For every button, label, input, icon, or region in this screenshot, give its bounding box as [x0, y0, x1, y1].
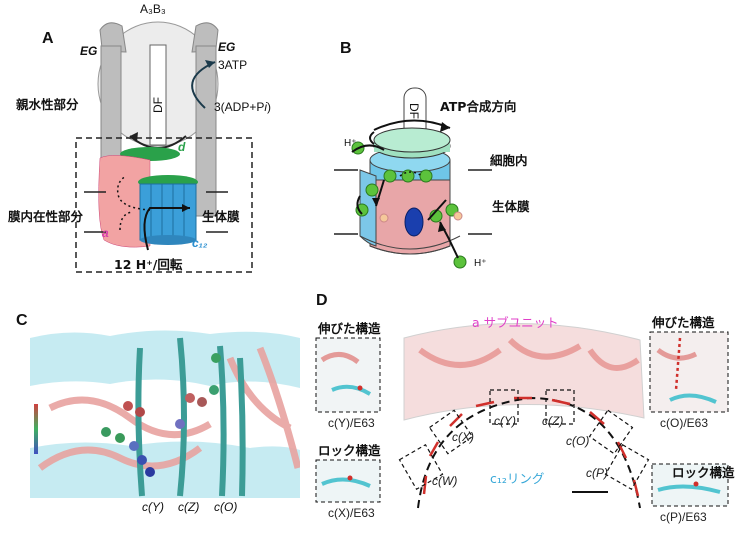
panel-a-label: A — [42, 30, 54, 47]
d-inset-caption-p: c(P)/E63 — [660, 510, 707, 524]
panel-a-diagram — [75, 21, 253, 273]
a-label: a — [102, 226, 109, 240]
d-ring-label-x: c(X) — [452, 430, 474, 444]
panel-c-label: C — [16, 312, 28, 329]
adp-i: i — [264, 100, 268, 114]
d-inset-bottom-left — [315, 459, 381, 503]
d-ring-label-w: c(W) — [432, 474, 458, 488]
d-label: d — [178, 140, 186, 154]
d-extended-right: 伸びた構造 — [652, 315, 715, 330]
panel-d: D a サブユニット c₁₂リング 伸びた構造 伸びた構造 ロック構造 ロック構… — [300, 290, 750, 535]
eg-right-label: EG — [218, 40, 236, 54]
c12-ring — [139, 183, 197, 245]
d-a-subunit-label: a サブユニット — [472, 315, 559, 330]
b-h-top: H⁺ — [344, 138, 357, 149]
panel-c-structure — [30, 328, 300, 498]
adp-text: 3(ADP+P — [214, 100, 265, 114]
d-ring-label-o: c(O) — [566, 434, 590, 448]
d-extended-left: 伸びた構造 — [318, 321, 381, 336]
panel-d-structure — [315, 323, 729, 509]
eg-left-label: EG — [80, 44, 98, 58]
c-subunit-o: c(O) — [214, 500, 238, 514]
d-inset-caption-y: c(Y)/E63 — [328, 416, 375, 430]
d-inset-top-right — [649, 331, 729, 413]
panel-d-label: D — [316, 292, 328, 309]
c12-label-a: c₁₂ — [192, 236, 208, 250]
c-c-helices — [135, 337, 246, 497]
df-shaft — [149, 44, 167, 146]
b-arg-site — [404, 207, 424, 237]
panel-b-label: B — [340, 40, 352, 57]
panel-b: B DF ATP合成方向 H⁺ 細胞内 生体膜 H⁺ — [300, 0, 750, 290]
adp-close: ) — [267, 100, 272, 114]
d-locked-right: ロック構造 — [672, 465, 735, 480]
adp-label: 3(ADP+Pi) — [214, 100, 271, 114]
membrane-part-label: 膜内在性部分 — [8, 209, 84, 224]
d-ring-label-z: c(Z) — [542, 414, 564, 428]
b-biomembrane-label: 生体膜 — [492, 199, 530, 214]
membrane-box — [75, 137, 253, 273]
panel-a: A A₃B₃ EG EG 3ATP 3(ADP+Pi) DF d 親水性部分 膜… — [0, 0, 300, 290]
biomembrane-label-a: 生体膜 — [202, 209, 240, 224]
d-inset-caption-x: c(X)/E63 — [328, 506, 375, 520]
d-locked-left: ロック構造 — [318, 443, 381, 458]
a3b3-label: A₃B₃ — [140, 2, 166, 16]
c-subunit-z: c(Z) — [178, 500, 200, 514]
atp-label: 3ATP — [218, 58, 248, 72]
b-df-label: DF — [407, 103, 421, 119]
b-direction-label: ATP合成方向 — [440, 99, 517, 114]
panel-c: C c(Y) c(Z) c(O) — [0, 300, 300, 535]
b-cytoplasm-label: 細胞内 — [490, 153, 528, 168]
d-inset-top-left — [315, 337, 381, 413]
d-inset-bottom-right — [651, 463, 729, 507]
c-subunit-y: c(Y) — [142, 500, 164, 514]
hydrophilic-label: 親水性部分 — [16, 97, 79, 112]
protons-label: 12 H⁺/回転 — [114, 257, 183, 272]
eg-right-stalk — [191, 22, 219, 217]
d-inset-caption-o: c(O)/E63 — [660, 416, 709, 430]
d-ring-label-p: c(P) — [586, 466, 608, 480]
b-h-bottom: H⁺ — [474, 258, 487, 269]
d-c12-ring-label: c₁₂リング — [490, 471, 545, 486]
panel-b-diagram — [334, 87, 492, 269]
c-spheres — [101, 353, 221, 477]
df-label-a: DF — [151, 97, 165, 113]
d-ring-label-y: c(Y) — [494, 414, 516, 428]
a-subunit — [98, 155, 151, 248]
